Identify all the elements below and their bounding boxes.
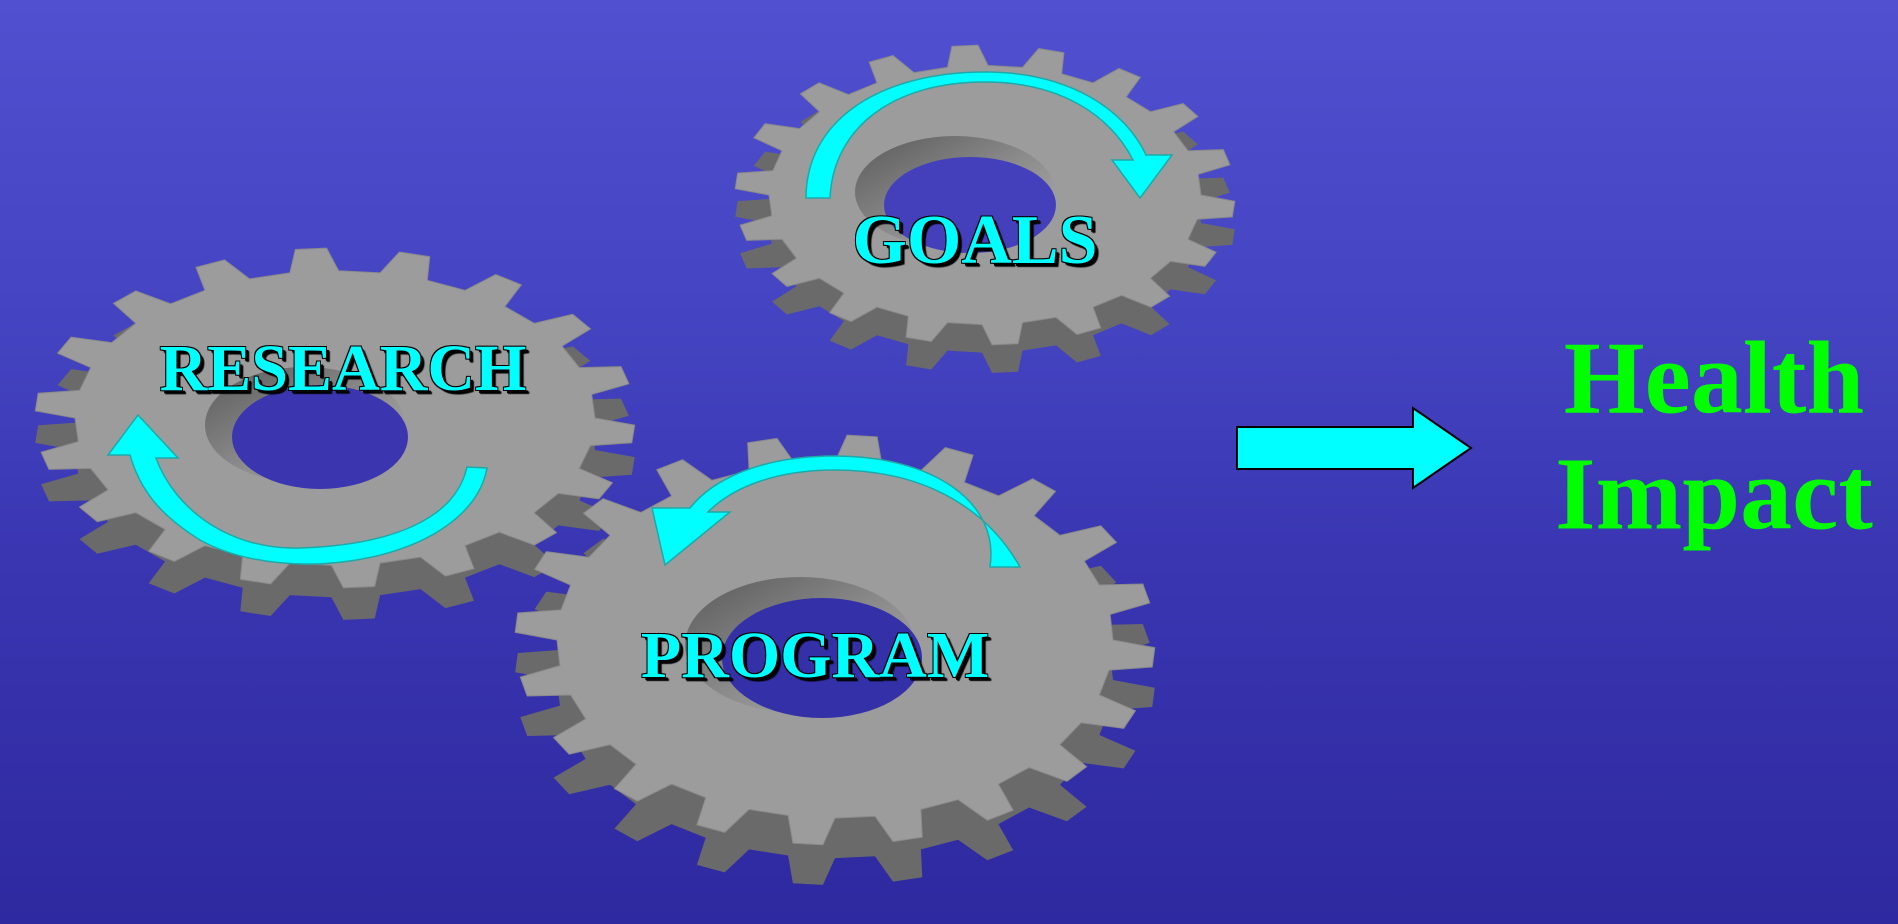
goals-rotation-arrow — [805, 71, 1174, 200]
research-gear-hole — [205, 367, 408, 489]
program-gear-hole — [685, 577, 922, 718]
health-impact-text: Health Impact — [1555, 321, 1873, 554]
research-rotation-arrow — [106, 413, 488, 565]
program-gear — [514, 434, 1156, 885]
program-rotation-arrow — [651, 455, 1022, 568]
research-label: RESEARCH — [159, 332, 527, 405]
goals-label: GOALS — [852, 202, 1098, 279]
health-impact-line2: Impact — [1555, 437, 1873, 552]
research-gear — [34, 247, 636, 620]
goals-gear-hole — [855, 136, 1056, 253]
health-impact-line1: Health — [1563, 320, 1865, 436]
outcome-arrow — [1236, 406, 1473, 490]
program-label: PROGRAM — [640, 619, 990, 692]
goals-gear — [734, 44, 1236, 373]
